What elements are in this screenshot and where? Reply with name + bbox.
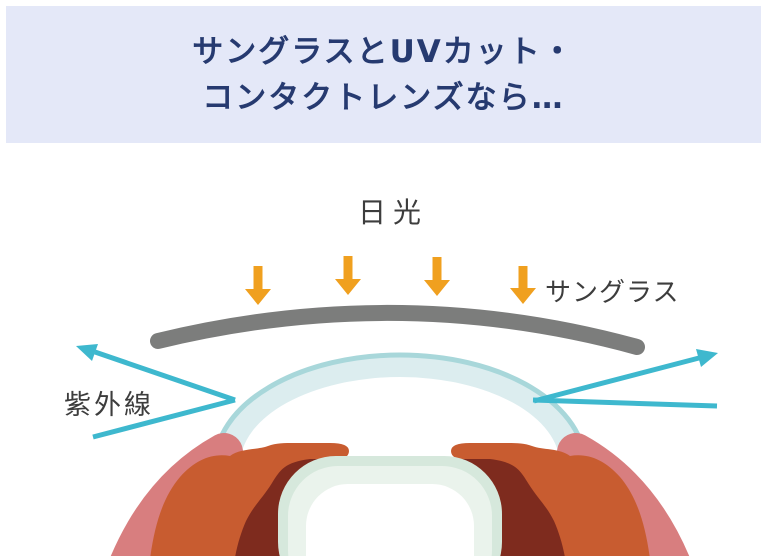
sun-ray-arrow-icon [335, 256, 361, 295]
cornea-shape [215, 355, 585, 465]
sun-ray-arrow-icon [510, 266, 536, 304]
title-line-1: サングラスとUVカット・ [192, 33, 575, 70]
uv-ray-reflected-left [94, 349, 236, 403]
cornea-rim [212, 352, 588, 466]
uv-label: 紫外線 [64, 390, 154, 421]
uv-arrowhead-left-icon [76, 344, 98, 361]
iris-left-shape [150, 443, 349, 556]
lens-core-shape [306, 484, 474, 556]
uv-ray-reflected-right [533, 355, 700, 404]
uv-ray-incoming-left [92, 397, 236, 440]
uv-ray-incoming-right [532, 397, 718, 409]
sun-ray-arrow-icon [424, 257, 450, 296]
sun-ray-arrow-icon [245, 266, 271, 305]
uv-arrowhead-right-icon [696, 349, 718, 367]
title-banner: サングラスとUVカット・ コンタクトレンズなら… [6, 6, 761, 143]
sunlight-label: 日光 [358, 196, 429, 229]
sunglasses-label: サングラス [545, 278, 680, 308]
sunglasses-lens-shape [150, 304, 645, 355]
iris-right-shape [451, 443, 650, 556]
title-line-2: コンタクトレンズなら… [202, 79, 565, 116]
